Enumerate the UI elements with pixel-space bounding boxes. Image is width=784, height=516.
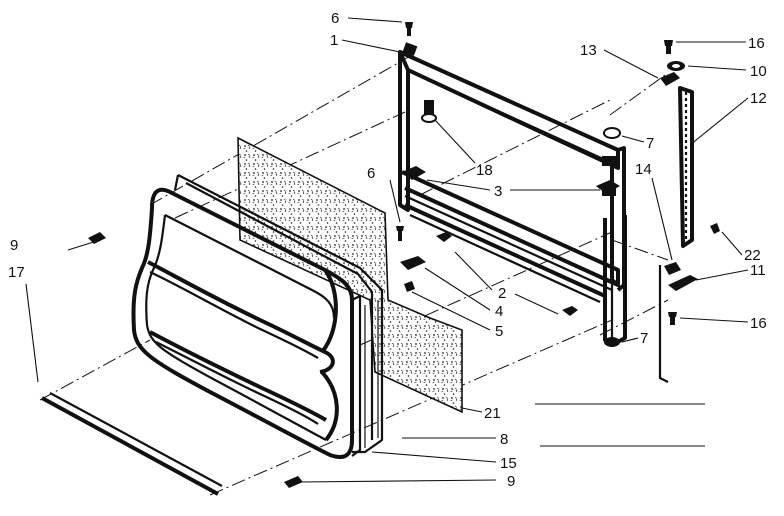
callout-13: 13 [580, 42, 597, 59]
hinge-rail [658, 86, 694, 383]
callout-9-upper: 9 [10, 237, 18, 254]
callout-labels: 6 1 13 16 10 12 7 18 14 3 6 22 9 2 11 17… [8, 10, 767, 490]
door-frame [398, 42, 627, 347]
callout-18: 18 [476, 162, 493, 179]
callout-14: 14 [635, 161, 652, 178]
callout-7-lower: 7 [640, 330, 648, 347]
callout-9-lower: 9 [507, 473, 515, 490]
callout-12: 12 [750, 90, 767, 107]
foam-insulation [237, 136, 463, 414]
callout-10: 10 [750, 63, 767, 80]
callout-1: 1 [330, 32, 338, 49]
callout-6-side: 6 [367, 165, 375, 182]
callout-8: 8 [500, 431, 508, 448]
callout-5: 5 [495, 323, 503, 340]
leader-lines [25, 17, 749, 483]
callout-6-top: 6 [331, 10, 339, 27]
callout-15: 15 [500, 455, 517, 472]
hardware-parts [88, 22, 720, 488]
callout-21: 21 [484, 405, 501, 422]
callout-16-bottom: 16 [750, 315, 767, 332]
callout-7-upper: 7 [646, 135, 654, 152]
alignment-lines [39, 54, 669, 496]
callout-4: 4 [495, 303, 503, 320]
callout-11: 11 [750, 262, 766, 279]
callout-2: 2 [498, 285, 506, 302]
door-gasket-strip [41, 392, 223, 496]
callout-17: 17 [8, 264, 25, 281]
callout-22: 22 [744, 247, 761, 264]
door-liner [131, 174, 384, 460]
callout-16-top: 16 [748, 35, 765, 52]
callout-3: 3 [494, 183, 502, 200]
